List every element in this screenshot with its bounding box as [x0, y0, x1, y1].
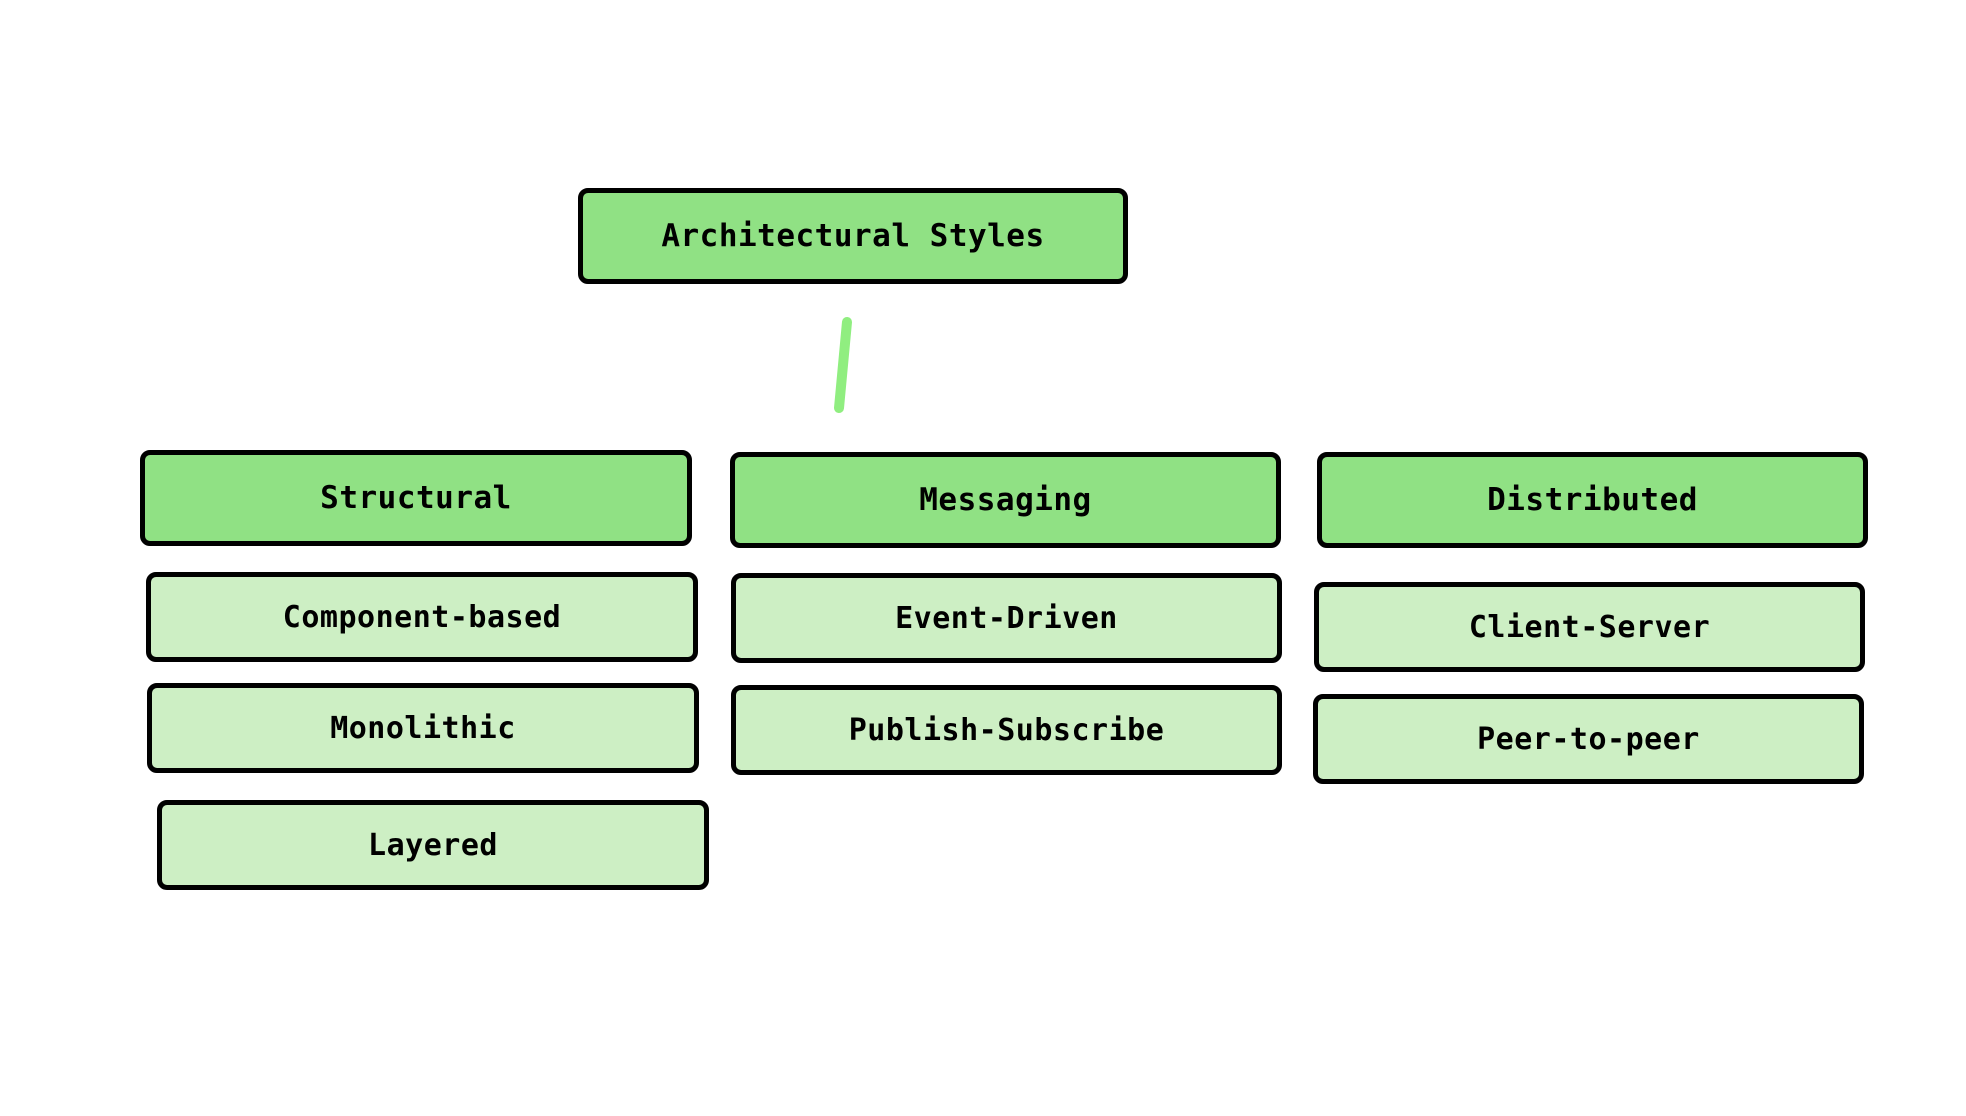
node-peer-to-peer[interactable]: Peer-to-peer: [1313, 694, 1864, 784]
node-label: Layered: [368, 827, 498, 863]
node-label: Messaging: [919, 482, 1092, 518]
node-monolithic[interactable]: Monolithic: [147, 683, 699, 773]
node-label: Client-Server: [1468, 609, 1711, 645]
node-distributed[interactable]: Distributed: [1317, 452, 1868, 548]
node-architectural-styles[interactable]: Architectural Styles: [578, 188, 1128, 284]
node-component-based[interactable]: Component-based: [146, 572, 698, 662]
node-label: Event-Driven: [895, 600, 1118, 636]
node-label: Peer-to-peer: [1477, 721, 1700, 757]
node-client-server[interactable]: Client-Server: [1314, 582, 1865, 672]
node-event-driven[interactable]: Event-Driven: [731, 573, 1282, 663]
node-label: Component-based: [282, 599, 562, 635]
node-label: Architectural Styles: [661, 218, 1045, 254]
node-messaging[interactable]: Messaging: [730, 452, 1281, 548]
node-publish-subscribe[interactable]: Publish-Subscribe: [731, 685, 1282, 775]
node-label: Distributed: [1487, 482, 1698, 518]
node-label: Publish-Subscribe: [848, 712, 1165, 748]
edge-root-to-structural: [834, 317, 852, 413]
node-label: Structural: [320, 480, 512, 516]
node-layered[interactable]: Layered: [157, 800, 709, 890]
node-label: Monolithic: [330, 710, 516, 746]
node-structural[interactable]: Structural: [140, 450, 692, 546]
